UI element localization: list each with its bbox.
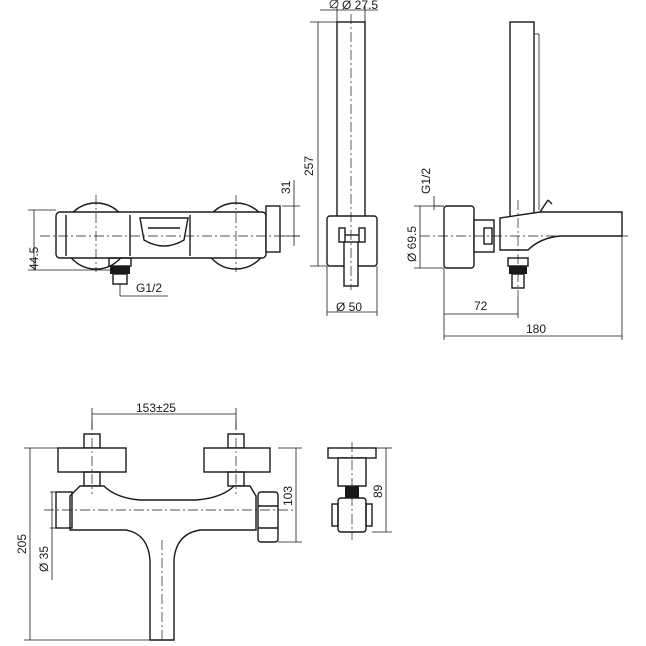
- side-view: [414, 21, 630, 340]
- plan-view: [24, 408, 302, 641]
- front-view: [28, 180, 300, 297]
- total-height-label: 205: [15, 534, 29, 554]
- handshower-diameter-label: Ø 27.5: [342, 0, 378, 12]
- knob-diameter-label: Ø 69.5: [405, 226, 419, 262]
- side-thread-label: G1/2: [419, 168, 433, 194]
- centre-distance-label: 153±25: [136, 401, 176, 415]
- handshower-view: [310, 0, 378, 316]
- body-diameter-label: Ø 35: [37, 546, 51, 572]
- body-to-top-label: 103: [281, 486, 295, 506]
- handshower-length-label: 257: [302, 156, 316, 176]
- wall-to-outlet-label: 72: [474, 299, 488, 313]
- total-depth-label: 180: [526, 322, 546, 336]
- outlet-height-label: 31: [279, 180, 293, 194]
- holder-diameter-label: Ø 50: [336, 300, 362, 314]
- bracket-view: [327, 442, 392, 540]
- connection-thread-label: G1/2: [136, 281, 162, 295]
- bracket-height-label: 89: [371, 484, 385, 498]
- body-height-label: 44.5: [27, 246, 41, 270]
